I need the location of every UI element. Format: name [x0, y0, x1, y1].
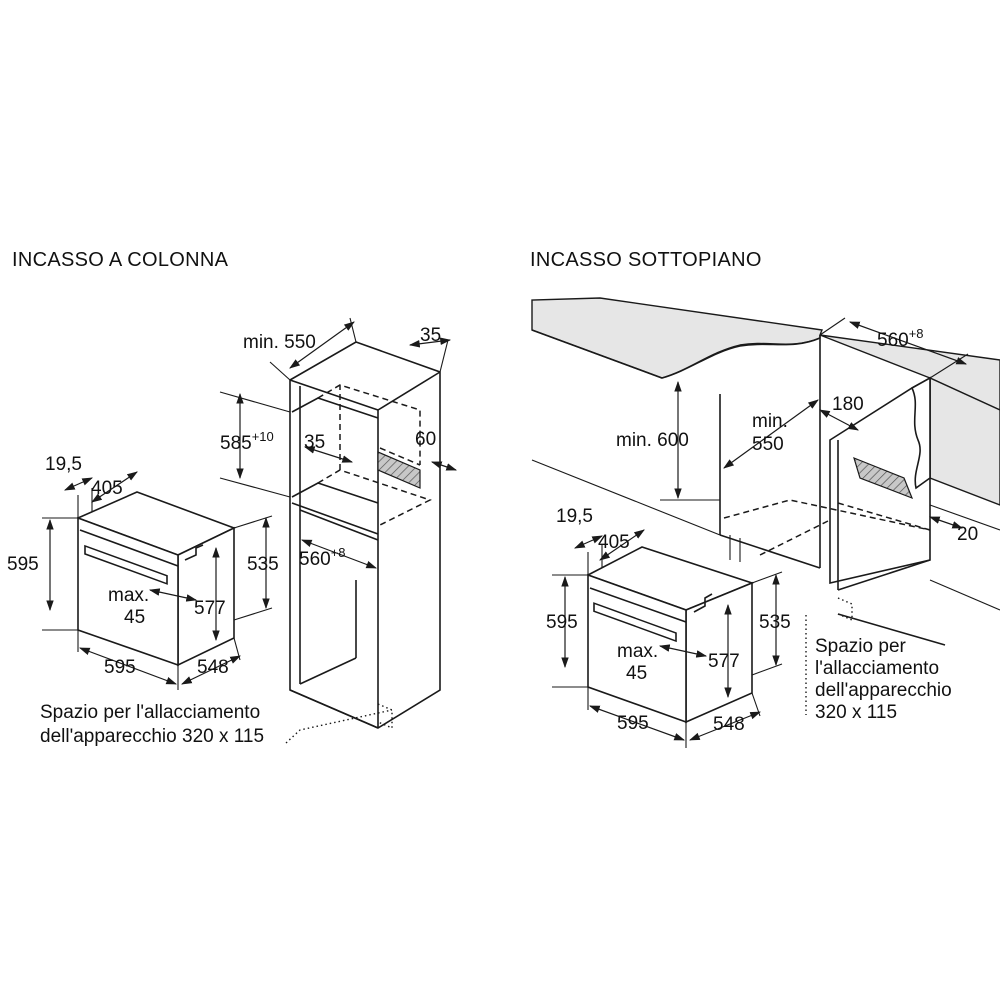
dim-35-top: 35 — [420, 325, 441, 346]
dim-r-535: 535 — [759, 612, 791, 633]
left-oven-dimensions: 19,5 405 595 max. 45 577 535 595 548 — [7, 454, 279, 690]
dim-r-560: 560+8 — [877, 326, 924, 351]
right-cabinet-dimensions: 560+8 min. 600 min. 550 180 20 — [616, 317, 978, 545]
dim-19-5: 19,5 — [45, 454, 82, 475]
left-note-line1: Spazio per l'allacciamento — [40, 702, 260, 723]
left-title: INCASSO A COLONNA — [12, 249, 229, 271]
dim-405: 405 — [91, 478, 123, 499]
right-note-line4: 320 x 115 — [815, 702, 897, 723]
dim-min-550: min. 550 — [243, 332, 316, 353]
left-oven — [75, 491, 237, 667]
dim-548: 548 — [197, 657, 229, 678]
left-cabinet-dimensions: min. 550 35 585+10 35 60 560+8 — [219, 321, 458, 570]
dim-r-550: 550 — [752, 434, 784, 455]
left-note-leader — [285, 709, 393, 744]
dim-577: 577 — [194, 598, 226, 619]
dim-45: 45 — [124, 607, 145, 628]
dim-r-577: 577 — [708, 651, 740, 672]
dim-20: 20 — [957, 524, 978, 545]
right-oven-dimensions: 19,5 405 595 max. 45 577 535 595 548 — [546, 506, 791, 748]
dim-r-max: max. — [617, 641, 658, 662]
dim-595-h: 595 — [7, 554, 39, 575]
left-note-line2: dell'apparecchio 320 x 115 — [40, 726, 264, 747]
right-note-line2: l'allacciamento — [815, 658, 939, 679]
dim-r-595-w: 595 — [617, 713, 649, 734]
tall-cabinet — [269, 317, 449, 730]
dim-535: 535 — [247, 554, 279, 575]
dim-560: 560+8 — [299, 545, 346, 570]
right-oven — [586, 546, 755, 724]
dim-35-mid: 35 — [304, 432, 325, 453]
dim-max: max. — [108, 585, 149, 606]
right-title: INCASSO SOTTOPIANO — [530, 249, 762, 271]
dim-r-405: 405 — [598, 532, 630, 553]
dim-r-45: 45 — [626, 663, 647, 684]
dim-min-600: min. 600 — [616, 430, 689, 451]
dim-595-w: 595 — [104, 657, 136, 678]
dim-r-19-5: 19,5 — [556, 506, 593, 527]
right-note-line1: Spazio per — [815, 636, 907, 657]
dim-60: 60 — [415, 429, 436, 450]
dim-r-548: 548 — [713, 714, 745, 735]
dim-r-min: min. — [752, 411, 788, 432]
dim-r-595-h: 595 — [546, 612, 578, 633]
dim-585: 585+10 — [220, 429, 274, 454]
dim-180: 180 — [832, 394, 864, 415]
right-note-line3: dell'apparecchio — [815, 680, 952, 701]
